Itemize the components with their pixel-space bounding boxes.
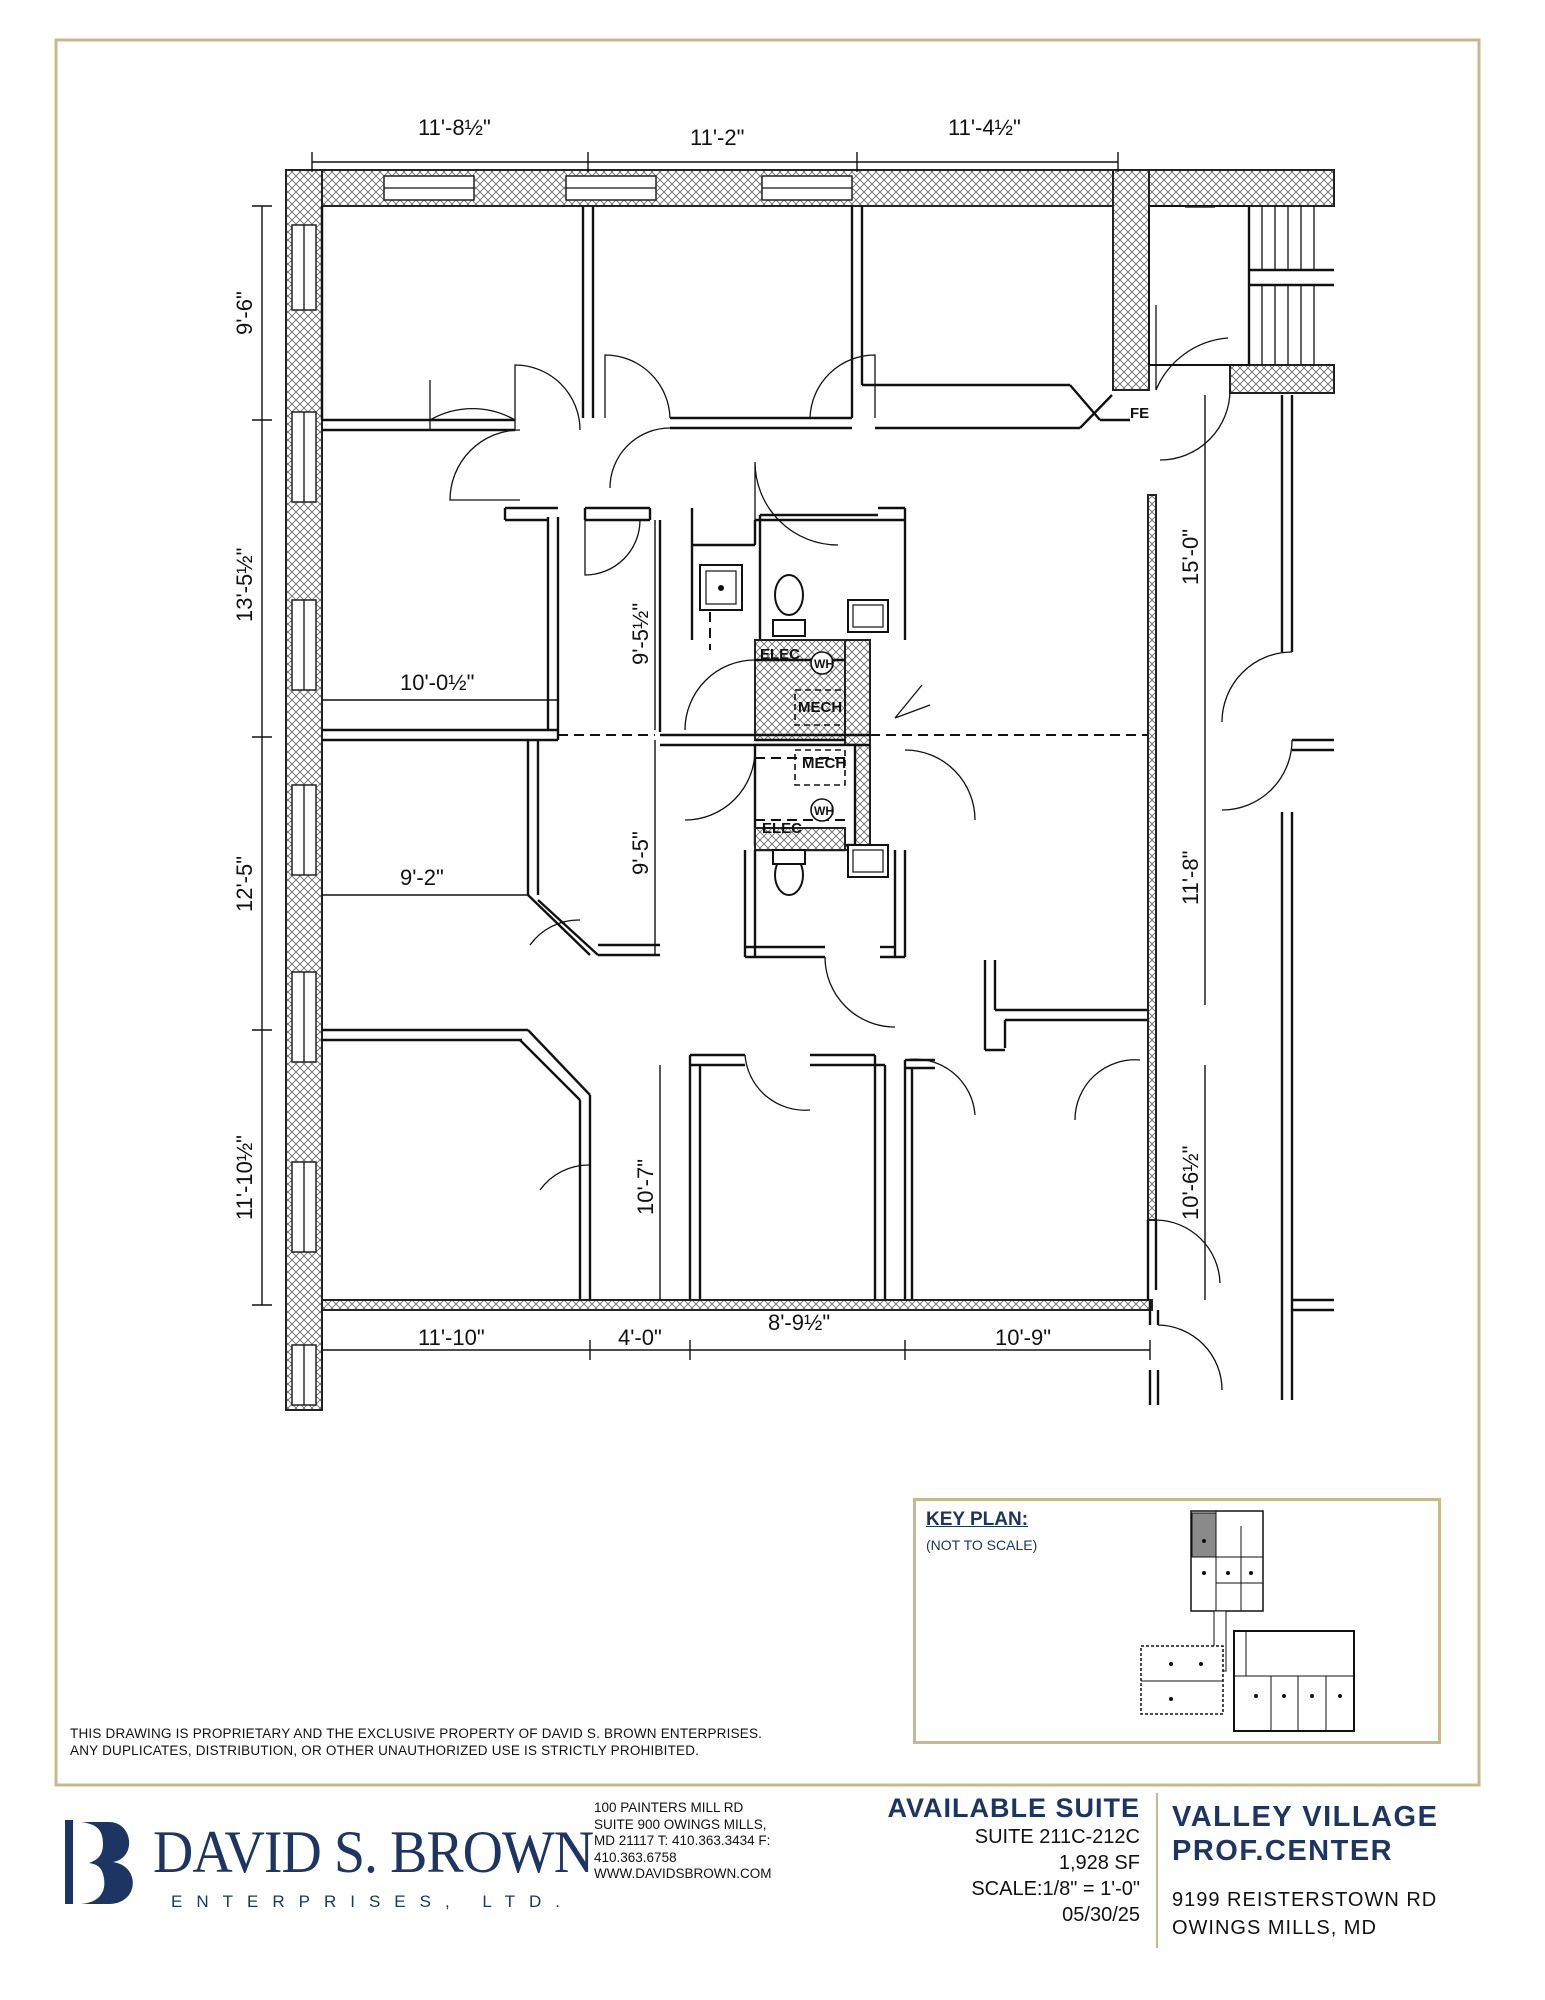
mech-label-bottom: MECH [802, 755, 846, 772]
dim-room-width-1: 10'-0½" [400, 670, 474, 695]
website-link[interactable]: WWW.DAVIDSBROWN.COM [594, 1866, 772, 1881]
dim-left-1: 9'-6" [232, 291, 257, 335]
door-swings [429, 305, 1293, 1391]
dim-right-2: 11'-8" [1178, 851, 1203, 905]
property-address-line-2: OWINGS MILLS, MD [1172, 1917, 1377, 1939]
key-plan-diagram [1140, 1510, 1355, 1732]
dim-center-2: 9'-5" [628, 831, 653, 875]
address-line-1: 100 PAINTERS MILL RD [594, 1800, 744, 1815]
dim-center-1: 9'-5½" [628, 603, 653, 665]
dim-top-1: 11'-8½" [418, 115, 491, 140]
address-line-3: MD 21117 T: 410.363.3434 F: [594, 1833, 771, 1848]
property-name-line-1: VALLEY VILLAGE [1172, 1801, 1439, 1833]
suite-scale: SCALE:1/8" = 1'-0" [971, 1878, 1140, 1900]
stair [1148, 205, 1334, 366]
drawing-frame [54, 38, 1481, 1787]
notice-line-2: ANY DUPLICATES, DISTRIBUTION, OR OTHER U… [70, 1743, 700, 1758]
dim-top-3: 11'-4½" [948, 115, 1021, 140]
wh-label-top: WH [814, 657, 834, 671]
dim-bottom-2: 4'-0" [618, 1325, 662, 1350]
suite-date: 05/30/25 [1062, 1904, 1140, 1926]
proprietary-notice: THIS DRAWING IS PROPRIETARY AND THE EXCL… [70, 1725, 762, 1759]
fe-label: FE [1130, 405, 1149, 422]
key-plan-box: KEY PLAN: (NOT TO SCALE) [913, 1498, 1441, 1744]
company-logo: DAVID S. BROWN ENTERPRISES, LTD. [63, 1818, 594, 1911]
address-line-4: 410.363.6758 [594, 1849, 677, 1865]
address-line-2: SUITE 900 OWINGS MILLS, [594, 1816, 767, 1832]
logo-mark-icon [65, 1820, 133, 1904]
dim-center-3: 10'-7" [633, 1159, 658, 1215]
plumbing-fixtures [699, 564, 889, 896]
property-name-line-2: PROF.CENTER [1172, 1835, 1394, 1867]
property-address-line-1: 9199 REISTERSTOWN RD [1172, 1889, 1438, 1911]
elec-label-bottom: ELEC [762, 820, 802, 837]
dimension-lines [252, 152, 1206, 1360]
dim-top-2: 11'-2" [690, 125, 744, 150]
notice-line-1: THIS DRAWING IS PROPRIETARY AND THE EXCL… [70, 1726, 763, 1741]
dim-right-1: 15'-0" [1178, 529, 1203, 585]
key-plan-subtitle: (NOT TO SCALE) [926, 1537, 1038, 1553]
property-info: VALLEY VILLAGE PROF.CENTER 9199 REISTERS… [1172, 1800, 1438, 1942]
dim-left-2: 13'-5½" [232, 548, 257, 622]
dim-right-3: 10'-6½" [1178, 1146, 1203, 1220]
suite-area: 1,928 SF [1058, 1852, 1140, 1874]
elec-label-top: ELEC [760, 646, 800, 663]
suite-title: AVAILABLE SUITE [887, 1793, 1140, 1823]
exterior-walls [285, 169, 1335, 1411]
wh-label-bottom: WH [814, 804, 834, 818]
suite-info: AVAILABLE SUITE SUITE 211C-212C 1,928 SF… [820, 1793, 1140, 1928]
company-address: 100 PAINTERS MILL RD SUITE 900 OWINGS MI… [594, 1800, 812, 1883]
footer-divider [1156, 1793, 1158, 1948]
company-name: DAVID S. BROWN [153, 1819, 594, 1885]
dim-left-3: 12'-5" [232, 856, 257, 912]
interior-walls [320, 206, 1334, 1405]
mech-label-top: MECH [798, 699, 842, 716]
dim-left-4: 11'-10½" [232, 1135, 257, 1220]
dim-bottom-4: 10'-9" [995, 1325, 1051, 1350]
suite-number: SUITE 211C-212C [974, 1826, 1140, 1848]
dim-room-width-2: 9'-2" [400, 865, 444, 890]
key-plan-title: KEY PLAN: [926, 1509, 1029, 1530]
dim-bottom-1: 11'-10" [418, 1325, 485, 1350]
company-subtitle: ENTERPRISES, LTD. [171, 1892, 574, 1911]
dim-bottom-3: 8'-9½" [768, 1310, 830, 1335]
